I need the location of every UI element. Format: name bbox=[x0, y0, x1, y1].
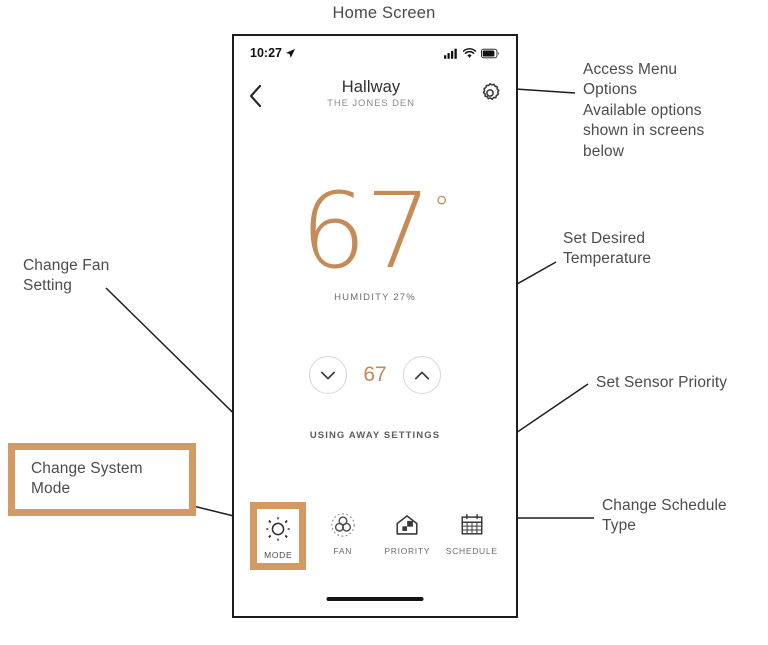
wifi-icon bbox=[463, 47, 476, 58]
status-bar: 10:27 bbox=[234, 42, 516, 64]
chevron-up-icon bbox=[414, 371, 430, 379]
system-status-label: USING AWAY SETTINGS bbox=[309, 430, 441, 441]
back-button[interactable] bbox=[249, 80, 263, 113]
annotation-access-menu: Access Menu Options Available options sh… bbox=[583, 61, 705, 160]
current-temperature-block: 67 ° HUMIDITY 27% bbox=[234, 170, 516, 303]
sun-mode-icon bbox=[265, 514, 291, 544]
setpoint-value: 67 bbox=[363, 363, 387, 386]
calendar-icon bbox=[459, 510, 485, 540]
humidity-label: HUMIDITY 27% bbox=[334, 291, 416, 303]
nav-label-priority: PRIORITY bbox=[384, 546, 431, 556]
nav-item-schedule[interactable]: SCHEDULE bbox=[444, 502, 500, 562]
annotation-change-fan-setting: Change Fan Setting bbox=[23, 257, 110, 295]
battery-icon bbox=[481, 48, 499, 58]
phone-mockup: 10:27 bbox=[232, 34, 518, 618]
nav-label-mode: MODE bbox=[264, 550, 293, 560]
fan-icon bbox=[330, 510, 356, 540]
chevron-left-icon bbox=[249, 84, 262, 108]
location-arrow-icon bbox=[285, 48, 296, 58]
nav-item-fan[interactable]: FAN bbox=[315, 502, 371, 562]
settings-button[interactable] bbox=[479, 80, 501, 109]
decrease-temperature-button[interactable] bbox=[309, 356, 347, 394]
house-sensor-icon bbox=[394, 510, 420, 540]
current-temperature-value: 67 bbox=[300, 170, 431, 292]
room-name: Hallway bbox=[341, 78, 401, 96]
bottom-navigation-bar: MODE FAN bbox=[234, 502, 516, 570]
header-title-group: Hallway THE JONES DEN bbox=[263, 78, 479, 109]
increase-temperature-button[interactable] bbox=[403, 356, 441, 394]
chevron-down-icon bbox=[320, 371, 336, 379]
degree-symbol: ° bbox=[433, 189, 450, 227]
home-name: THE JONES DEN bbox=[327, 98, 415, 109]
nav-label-schedule: SCHEDULE bbox=[445, 546, 498, 556]
home-indicator bbox=[326, 596, 424, 601]
cellular-signal-icon bbox=[444, 48, 457, 59]
nav-label-fan: FAN bbox=[333, 546, 353, 556]
nav-item-mode[interactable]: MODE bbox=[250, 502, 307, 570]
status-bar-icons bbox=[444, 47, 500, 59]
app-header: Hallway THE JONES DEN bbox=[234, 76, 516, 120]
status-bar-time: 10:27 bbox=[250, 46, 282, 60]
gear-icon bbox=[482, 82, 500, 100]
figure-title: Home Screen bbox=[332, 4, 436, 22]
annotation-set-temperature: Set Desired Temperature bbox=[563, 230, 652, 268]
status-bar-time-group: 10:27 bbox=[250, 46, 296, 60]
annotation-set-sensor-priority: Set Sensor Priority bbox=[596, 374, 728, 391]
nav-item-priority[interactable]: PRIORITY bbox=[379, 502, 435, 562]
annotation-change-system-mode: Change System Mode bbox=[8, 443, 196, 517]
setpoint-controls: 67 bbox=[234, 356, 516, 394]
temperature-row: 67 ° bbox=[300, 170, 450, 292]
annotation-change-schedule-type: Change Schedule Type bbox=[602, 497, 727, 535]
